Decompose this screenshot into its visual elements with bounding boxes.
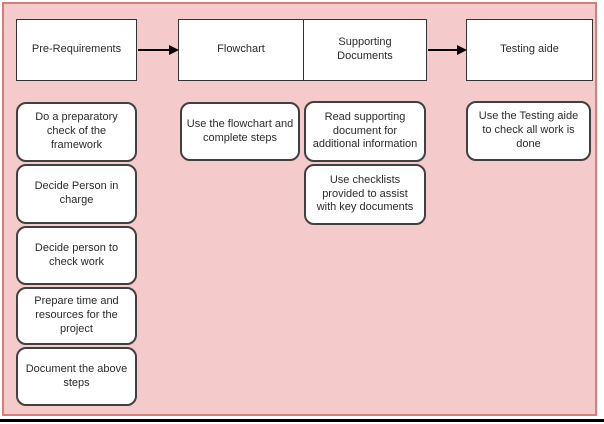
task-label: Use the Testing aide to check all work i… [478, 110, 579, 150]
arrow-right-icon [169, 45, 179, 55]
task-label: Do a preparatory check of the framework [35, 111, 118, 151]
task-label: Use the flowchart and complete steps [186, 117, 294, 144]
task-box: Decide person to check work [16, 226, 137, 285]
task-box: Use the flowchart and complete steps [180, 102, 300, 161]
task-label: Decide person to check work [34, 241, 119, 268]
task-label: Use checklists provided to assist with k… [316, 173, 414, 214]
stage-box-testing-aide: Testing aide [466, 19, 593, 81]
stage-label: Testing aide [500, 43, 559, 56]
stage-label: Flowchart [217, 43, 265, 56]
bottom-divider [0, 419, 604, 422]
task-box: Read supporting document for additional … [304, 101, 426, 162]
task-box: Decide Person in charge [16, 164, 137, 224]
arrow-right-icon [457, 45, 467, 55]
connector-arrow-line [138, 49, 171, 51]
task-label: Read supporting document for additional … [312, 110, 418, 151]
task-box: Prepare time and resources for the proje… [16, 287, 137, 345]
stage-label: Supporting Documents [337, 36, 393, 62]
stage-box-supporting-documents: Supporting Documents [303, 19, 427, 81]
task-box: Do a preparatory check of the framework [16, 102, 137, 162]
stage-label: Pre-Requirements [31, 43, 122, 56]
task-label: Decide Person in charge [34, 180, 119, 206]
stage-box-pre-requirements: Pre-Requirements [16, 19, 137, 81]
task-box: Use checklists provided to assist with k… [304, 164, 426, 225]
task-box: Document the above steps [16, 347, 137, 406]
stage-box-flowchart: Flowchart [178, 19, 304, 81]
task-label: Document the above steps [25, 362, 128, 389]
task-box: Use the Testing aide to check all work i… [466, 101, 591, 161]
connector-arrow-line [428, 49, 459, 51]
task-label: Prepare time and resources for the proje… [34, 295, 119, 335]
diagram-canvas: Pre-Requirements Flowchart Supporting Do… [2, 2, 597, 416]
